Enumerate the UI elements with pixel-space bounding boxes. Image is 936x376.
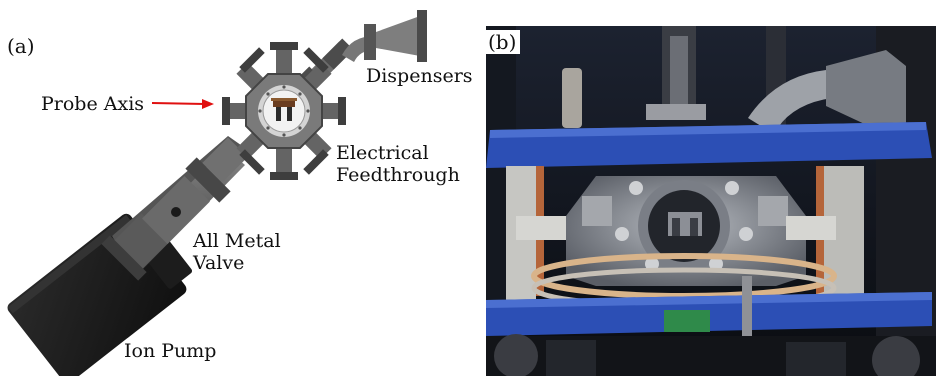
- all-metal-label: All Metal: [193, 230, 281, 252]
- dispensers-label: Dispensers: [366, 65, 473, 87]
- ion-pump-label: Ion Pump: [124, 340, 217, 362]
- probe-axis-label: Probe Axis: [41, 93, 145, 115]
- vacuum-chamber: [222, 42, 346, 180]
- panel-a-letter: (a): [7, 34, 35, 58]
- valve-port-icon: [171, 207, 181, 217]
- valve-label: Valve: [193, 252, 245, 274]
- apparatus-photo: [486, 26, 936, 376]
- vacuum-system-diagram: [7, 10, 427, 376]
- probe-axis-arrow: [151, 99, 214, 109]
- atom-chip-icon: [271, 98, 297, 121]
- panel-b-letter: (b): [486, 30, 521, 54]
- feedthrough-label: Feedthrough: [336, 164, 460, 186]
- electrical-label: Electrical: [336, 142, 429, 164]
- valve-assembly: [101, 136, 248, 281]
